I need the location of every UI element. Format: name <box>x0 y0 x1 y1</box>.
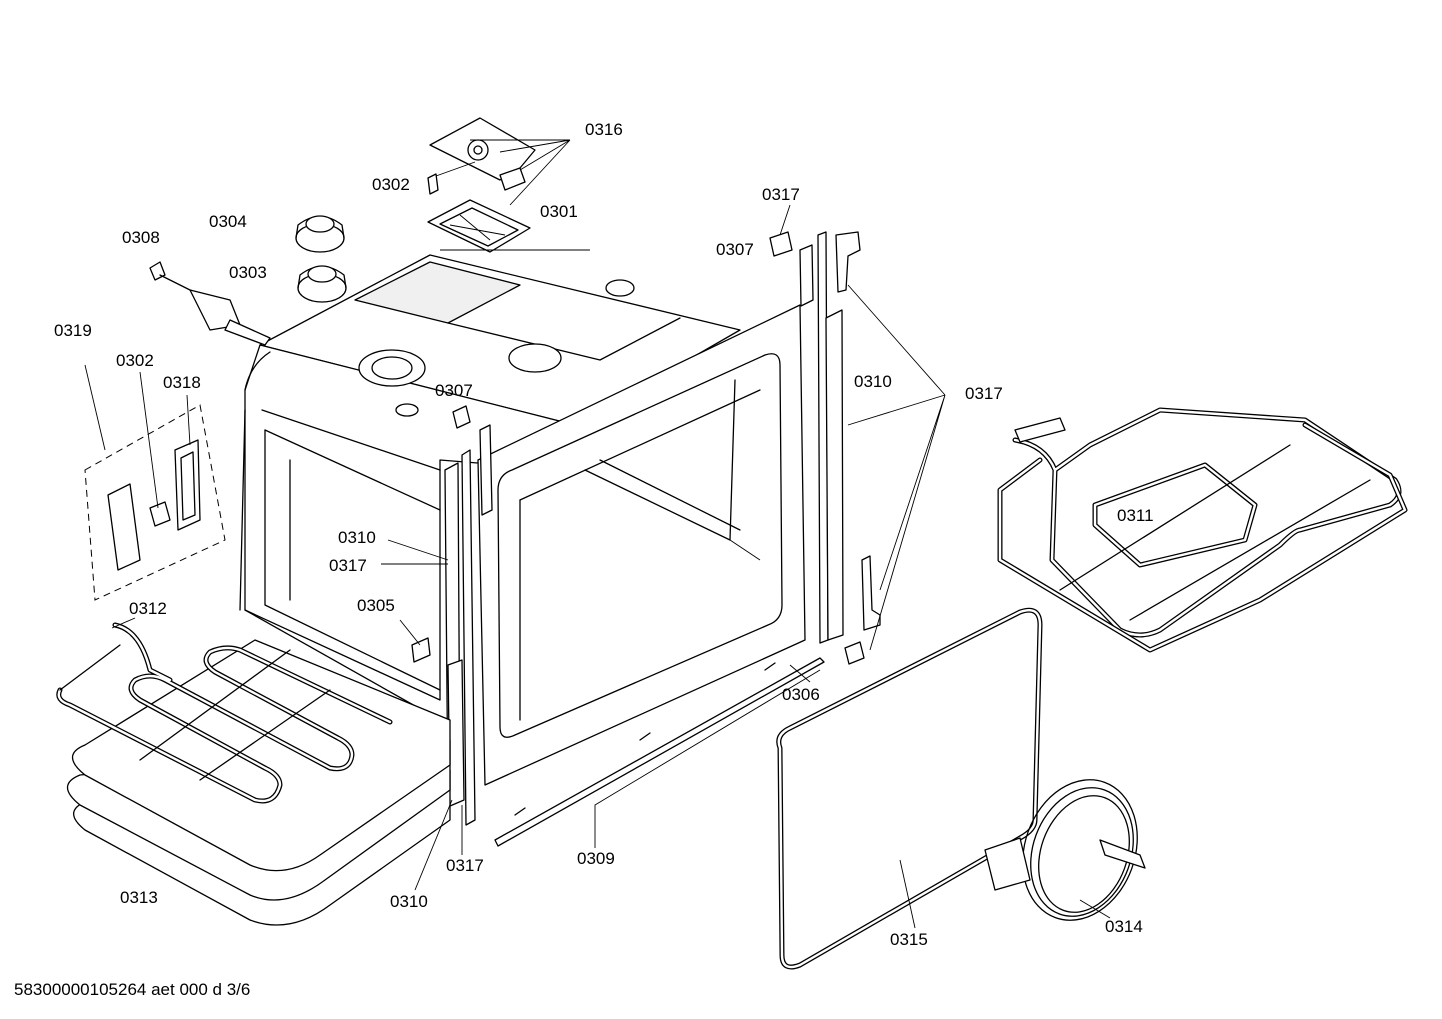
label-0310-bottom: 0310 <box>390 892 428 911</box>
label-0311: 0311 <box>1117 506 1154 525</box>
label-0304: 0304 <box>209 212 247 231</box>
leader-lines <box>84 139 1111 929</box>
bottom-heating-element-0312 <box>56 622 393 804</box>
label-0310-left: 0310 <box>338 528 376 547</box>
bottom-rail-0309 <box>494 657 825 847</box>
label-0307-center: 0307 <box>435 381 473 400</box>
document-id: 58300000105264 aet 000 d 3/6 <box>14 980 251 999</box>
label-0302-left: 0302 <box>116 351 154 370</box>
label-0302-top: 0302 <box>372 175 410 194</box>
knob-0303 <box>297 265 347 303</box>
bottom-insulation-0313 <box>66 639 451 926</box>
clip-0307-right <box>769 231 793 257</box>
clip-0305 <box>411 637 431 663</box>
label-0315: 0315 <box>890 930 928 949</box>
label-0310-right: 0310 <box>854 372 892 391</box>
label-0306: 0306 <box>782 685 820 704</box>
side-rails <box>444 231 881 826</box>
label-0317-top: 0317 <box>762 185 800 204</box>
lamp-group-0319 <box>84 404 226 601</box>
label-0318: 0318 <box>163 373 201 392</box>
label-0317-right: 0317 <box>965 384 1003 403</box>
knob-0304 <box>295 215 345 253</box>
fan-motor-0316 <box>429 117 536 191</box>
label-0319: 0319 <box>54 321 92 340</box>
label-0307-right: 0307 <box>716 240 754 259</box>
label-0303: 0303 <box>229 263 267 282</box>
label-0301: 0301 <box>540 202 578 221</box>
sensor-0308 <box>149 261 271 346</box>
grill-element-0311 <box>997 407 1408 653</box>
clip-0307-center <box>452 405 471 429</box>
label-0316: 0316 <box>585 120 623 139</box>
clip-0306 <box>844 641 865 665</box>
label-0317-left: 0317 <box>329 556 367 575</box>
small-part-0302-top <box>427 173 439 195</box>
label-0312: 0312 <box>129 599 167 618</box>
label-0308: 0308 <box>122 228 160 247</box>
fan-cover-0301 <box>427 199 531 253</box>
label-0317-bottom: 0317 <box>446 856 484 875</box>
part-labels: 0316 0302 0301 0304 0308 0303 0317 0307 … <box>54 120 1154 949</box>
label-0313: 0313 <box>120 888 158 907</box>
door-seal-0315 <box>776 607 1043 970</box>
label-0314: 0314 <box>1105 917 1143 936</box>
label-0309: 0309 <box>577 849 615 868</box>
circular-heating-element-0314 <box>984 779 1146 921</box>
oven-muffle <box>239 254 741 721</box>
label-0305: 0305 <box>357 596 395 615</box>
front-frame <box>477 304 806 786</box>
